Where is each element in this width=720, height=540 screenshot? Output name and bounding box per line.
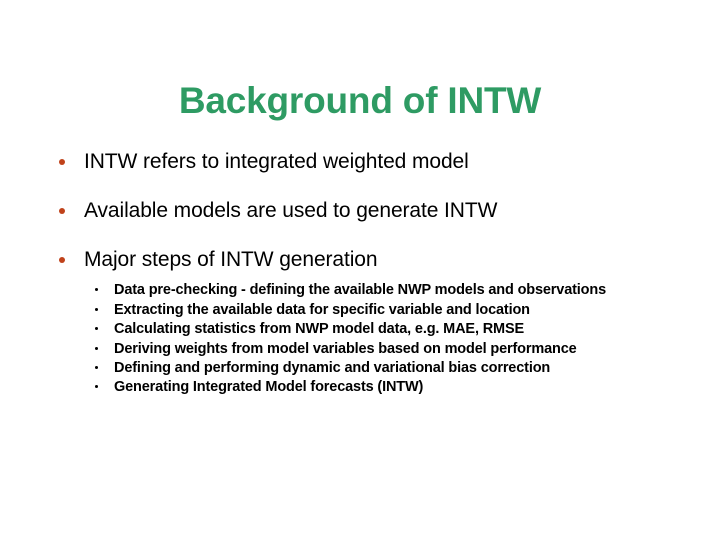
slide-body: INTW refers to integrated weighted model… xyxy=(0,150,720,398)
bullet-marker-icon xyxy=(59,207,65,214)
sub-list-item: Generating Integrated Model forecasts (I… xyxy=(84,378,696,397)
sub-bullet-marker-icon xyxy=(95,346,98,350)
list-item: Available models are used to generate IN… xyxy=(0,199,720,224)
sub-list-item: Data pre-checking - defining the availab… xyxy=(84,281,696,300)
sub-list-item: Calculating statistics from NWP model da… xyxy=(84,320,696,339)
sub-bullet-marker-icon xyxy=(95,327,98,331)
sub-bullet-container: Data pre-checking - defining the availab… xyxy=(84,281,696,398)
sub-list-item: Deriving weights from model variables ba… xyxy=(84,340,696,359)
sub-bullet-marker-icon xyxy=(95,385,98,389)
sub-list-item-label: Data pre-checking - defining the availab… xyxy=(114,282,607,299)
page-title: Background of INTW xyxy=(178,79,542,121)
sub-bullet-marker-icon xyxy=(95,288,98,292)
slide-title-area: Background of INTW xyxy=(0,55,720,147)
sub-bullet-marker-icon xyxy=(95,365,98,369)
sub-list-item: Defining and performing dynamic and vari… xyxy=(84,359,696,378)
list-item-label: Available models are used to generate IN… xyxy=(84,198,498,222)
sub-list-item-label: Deriving weights from model variables ba… xyxy=(114,340,577,357)
bullet-marker-icon xyxy=(59,159,65,165)
list-item-label: Major steps of INTW generation xyxy=(84,247,378,271)
list-item: INTW refers to integrated weighted model xyxy=(0,150,720,175)
bullet-list-level2: Data pre-checking - defining the availab… xyxy=(84,281,696,398)
bullet-list-level1: INTW refers to integrated weighted model… xyxy=(0,150,720,398)
sub-list-item-label: Extracting the available data for specif… xyxy=(114,301,530,318)
bullet-marker-icon xyxy=(59,256,65,263)
list-item: Major steps of INTW generation Data pre-… xyxy=(0,248,720,398)
sub-list-item-label: Calculating statistics from NWP model da… xyxy=(114,321,524,338)
sub-list-item-label: Defining and performing dynamic and vari… xyxy=(114,359,551,376)
sub-list-item: Extracting the available data for specif… xyxy=(84,301,696,320)
list-item-label: INTW refers to integrated weighted model xyxy=(84,150,469,173)
sub-list-item-label: Generating Integrated Model forecasts (I… xyxy=(114,379,424,396)
sub-bullet-marker-icon xyxy=(95,307,98,311)
